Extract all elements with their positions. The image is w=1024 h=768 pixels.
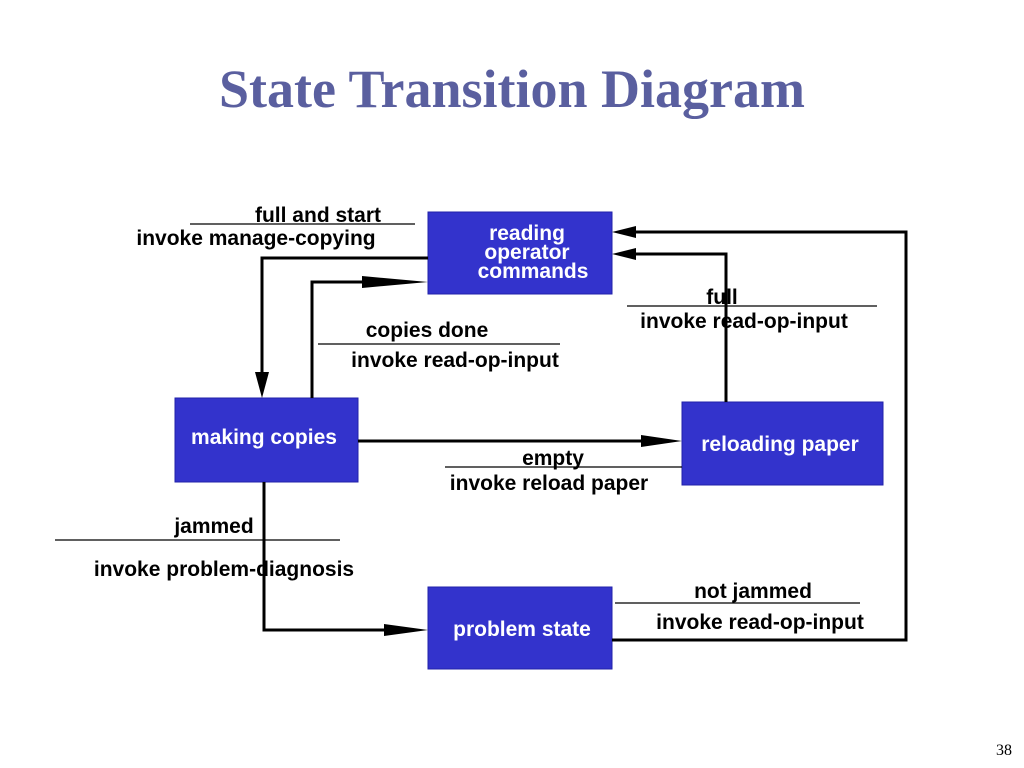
action-text: invoke read-op-input (640, 310, 848, 333)
edge-copies-done (310, 276, 428, 398)
state-label-line3: commands (478, 260, 589, 283)
transition-label-empty: empty invoke reload paper (445, 447, 682, 495)
condition-text: not jammed (694, 580, 812, 603)
arrowhead (641, 435, 682, 447)
action-text: invoke read-op-input (656, 611, 864, 634)
state-label: making copies (191, 426, 337, 449)
transition-label-jammed: jammed invoke problem-diagnosis (55, 515, 354, 581)
condition-text: empty (522, 447, 584, 470)
condition-text: full and start (255, 204, 381, 227)
edge-not-jammed (612, 226, 908, 642)
page-number: 38 (996, 742, 1012, 759)
transition-label-full-and-start: full and start invoke manage-copying (136, 204, 415, 250)
state-reading-operator-commands[interactable]: reading operator commands (427, 211, 613, 295)
state-making-copies[interactable]: making copies (174, 397, 359, 483)
action-text: invoke read-op-input (351, 349, 559, 372)
state-label: reloading paper (701, 433, 859, 456)
edge-full (612, 248, 728, 402)
action-text: invoke problem-diagnosis (94, 558, 354, 581)
state-problem-state[interactable]: problem state (427, 586, 613, 670)
arrowhead (255, 372, 269, 398)
condition-text: jammed (173, 515, 253, 538)
state-label-line1: reading (489, 222, 565, 245)
arrowhead (384, 624, 428, 636)
state-label: problem state (453, 618, 591, 641)
transition-label-not-jammed: not jammed invoke read-op-input (615, 580, 864, 634)
state-label-line2: operator (484, 241, 569, 264)
arrowhead (612, 248, 636, 260)
arrowhead (362, 276, 428, 288)
edge-jammed (262, 482, 428, 636)
state-reloading-paper[interactable]: reloading paper (681, 401, 884, 486)
transition-label-copies-done: copies done invoke read-op-input (318, 319, 560, 372)
action-text: invoke reload paper (450, 472, 648, 495)
transition-label-full: full invoke read-op-input (627, 286, 877, 333)
edge-full-and-start (255, 256, 428, 398)
action-text: invoke manage-copying (136, 227, 375, 250)
slide-title: State Transition Diagram (219, 59, 805, 119)
edge-empty (358, 435, 682, 447)
condition-text: copies done (366, 319, 489, 342)
arrowhead (612, 226, 636, 238)
condition-text: full (706, 286, 738, 309)
